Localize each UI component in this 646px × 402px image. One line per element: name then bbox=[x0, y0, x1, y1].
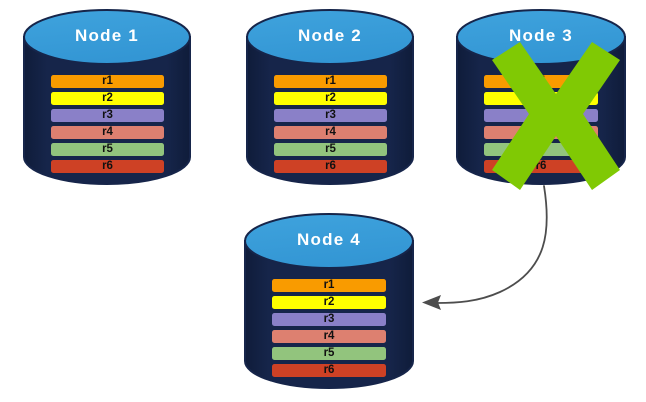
data-row-r3[interactable]: r3 bbox=[51, 109, 164, 122]
node-rows-2: r1 r2 r3 r4 r5 r6 bbox=[274, 75, 387, 173]
data-row-r2[interactable]: r2 bbox=[51, 92, 164, 105]
data-row-r4[interactable]: r4 bbox=[274, 126, 387, 139]
data-row-r5[interactable]: r5 bbox=[51, 143, 164, 156]
data-row-r1[interactable]: r1 bbox=[51, 75, 164, 88]
cylinder-top-ellipse bbox=[246, 9, 414, 65]
data-row-r5[interactable]: r5 bbox=[272, 347, 386, 360]
node-rows-4: r1 r2 r3 r4 r5 r6 bbox=[272, 279, 386, 377]
data-row-r3[interactable]: r3 bbox=[272, 313, 386, 326]
data-row-r2[interactable]: r2 bbox=[272, 296, 386, 309]
data-row-r4[interactable]: r4 bbox=[51, 126, 164, 139]
node-rows-3: r1 r2 r3 r4 r5 r6 bbox=[484, 75, 598, 173]
data-row-r6[interactable]: r6 bbox=[274, 160, 387, 173]
data-row-r2[interactable]: r2 bbox=[274, 92, 387, 105]
data-row-r2[interactable]: r2 bbox=[484, 92, 598, 105]
cylinder-top-ellipse bbox=[244, 213, 414, 269]
data-row-r3[interactable]: r3 bbox=[484, 109, 598, 122]
data-row-r1[interactable]: r1 bbox=[272, 279, 386, 292]
data-row-r6[interactable]: r6 bbox=[272, 364, 386, 377]
node-rows-1: r1 r2 r3 r4 r5 r6 bbox=[51, 75, 164, 173]
data-row-r4[interactable]: r4 bbox=[272, 330, 386, 343]
cylinder-top-ellipse bbox=[456, 9, 626, 65]
data-row-r1[interactable]: r1 bbox=[274, 75, 387, 88]
data-row-r6[interactable]: r6 bbox=[484, 160, 598, 173]
data-row-r3[interactable]: r3 bbox=[274, 109, 387, 122]
data-row-r6[interactable]: r6 bbox=[51, 160, 164, 173]
data-row-r5[interactable]: r5 bbox=[274, 143, 387, 156]
data-row-r1[interactable]: r1 bbox=[484, 75, 598, 88]
data-row-r4[interactable]: r4 bbox=[484, 126, 598, 139]
cylinder-top-ellipse bbox=[23, 9, 191, 65]
data-row-r5[interactable]: r5 bbox=[484, 143, 598, 156]
